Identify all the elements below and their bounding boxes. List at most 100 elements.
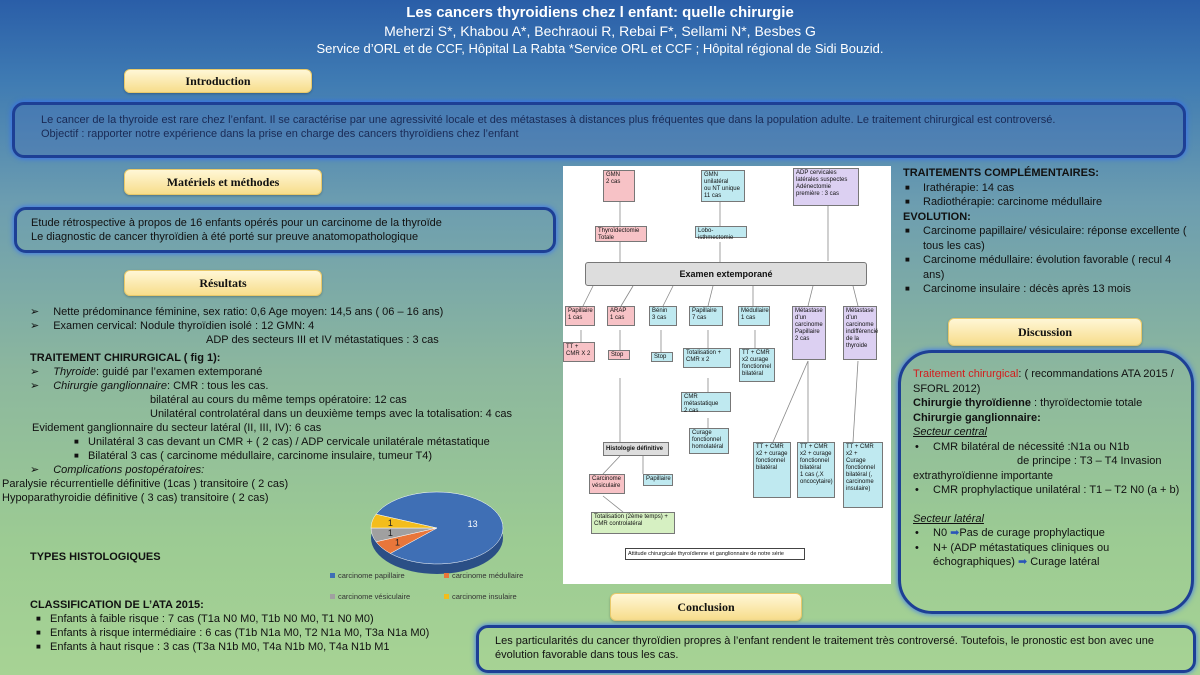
methods-line-1: Etude rétrospective à propos de 16 enfan… — [31, 217, 442, 229]
pie-label-2: 1 — [388, 528, 393, 538]
discussion-thyroid-label: Chirurgie thyroïdienne — [913, 397, 1031, 409]
intro-line-1: Le cancer de la thyroide est rare chez l… — [41, 114, 1056, 126]
complication-recurrent: Paralysie récurrentielle définitive (1ca… — [2, 478, 289, 490]
discussion-central-1: •CMR bilatéral de nécessité :N1a ou N1b — [915, 440, 1130, 453]
node-stop-2: Stop — [651, 352, 673, 362]
pie-slice-0 — [375, 491, 504, 565]
histology-types-title: TYPES HISTOLOGIQUES — [30, 551, 161, 563]
conclusion-heading: Conclusion — [610, 593, 802, 621]
ata-block: CLASSIFICATION DE L’ATA 2015: Enfants à … — [30, 598, 429, 654]
introduction-heading: Introduction — [124, 69, 312, 93]
complementary-block: TRAITEMENTS COMPLÉMENTAIRES: Irathérapie… — [903, 166, 1193, 297]
ganglion-lateral: Evidement ganglionnaire du secteur latér… — [32, 422, 322, 434]
node-extemporaneous-exam: Examen extemporané — [585, 262, 867, 286]
pie-label-0: 13 — [468, 519, 478, 529]
discussion-central-1b: de principe : T3 – T4 Invasion — [1017, 455, 1162, 467]
discussion-thyroid-text: : thyroïdectomie totale — [1030, 397, 1143, 409]
ata-intermediate-risk: Enfants à risque intermédiaire : 6 cas (… — [36, 626, 429, 640]
conclusion-box: Les particularités du cancer thyroïdien … — [476, 625, 1196, 673]
thyroid-label: Thyroide — [53, 366, 97, 378]
complementary-item-1: Irathérapie: 14 cas — [905, 181, 1193, 196]
node-totalisation: Totalisation +CMR x 2 — [683, 348, 731, 368]
histology-pie-chart: 13 111 carcinome papillaire carcinome médu… — [330, 491, 523, 601]
ganglion-label: Chirurgie ganglionnaire — [53, 380, 167, 392]
discussion-lateral-2: •N+ (ADP métastatiques cliniques ou écho… — [915, 541, 1110, 569]
poster-title: Les cancers thyroidiens chez l enfant: q… — [406, 4, 794, 21]
intro-line-2: Objectif : rapporter notre expérience da… — [41, 128, 519, 140]
pie-slice-3 — [370, 513, 438, 529]
arrow-icon: ➡ — [1018, 556, 1028, 568]
node-histology: Histologie définitive — [603, 442, 669, 456]
evolution-item-2: Carcinome médullaire: évolution favorabl… — [905, 253, 1193, 282]
evolution-title: EVOLUTION: — [903, 210, 971, 223]
node-totalisation-second: Totalisation (2ème temps) +CMR controlat… — [591, 512, 675, 534]
pie-label-3: 1 — [388, 518, 393, 528]
discussion-heading: Discussion — [948, 318, 1142, 346]
node-lobo-isthmectomy: Lobo-isthmectomie — [695, 226, 747, 241]
node-stop-1: Stop — [608, 350, 630, 360]
flowchart-arrows — [580, 202, 859, 513]
discussion-central-1c: extrathyroïdienne importante — [913, 469, 1054, 482]
legend-swatch-2 — [330, 594, 335, 599]
lateral-unilateral: ■Unilatéral 3 cas devant un CMR + ( 2 ca… — [74, 436, 490, 448]
introduction-box: Le cancer de la thyroide est rare chez l… — [12, 102, 1186, 158]
pie-label-1: 1 — [395, 537, 400, 547]
discussion-box: Traitement chirurgical: ( recommandation… — [898, 350, 1194, 614]
legend-swatch-1 — [444, 573, 449, 578]
ganglion-unilateral: Unilatéral controlatéral dans un deuxièm… — [150, 408, 512, 420]
ata-high-risk: Enfants à haut risque : 3 cas (T3a N1b M… — [36, 640, 429, 654]
results-heading: Résultats — [124, 270, 322, 296]
ganglion-bilateral: bilatéral au cours du même temps opérato… — [150, 394, 407, 406]
node-papillary-final: Papillaire — [643, 474, 673, 486]
legend-label-2: carcinome vésiculaire — [338, 592, 410, 601]
methods-line-2: Le diagnostic de cancer thyroïdien à été… — [31, 231, 419, 243]
complementary-title: TRAITEMENTS COMPLÉMENTAIRES: — [903, 167, 1099, 179]
result-sex-ratio: Nette prédominance féminine, sex ratio: … — [30, 305, 565, 319]
discussion-red-title: Traitement chirurgical — [913, 368, 1019, 380]
complications-label: Complications postopératoires: — [53, 464, 205, 476]
evolution-item-3: Carcinome insulaire : décès après 13 moi… — [905, 282, 1193, 297]
legend-label-3: carcinome insulaire — [452, 592, 517, 601]
authors: Meherzi S*, Khabou A*, Bechraoui R, Reba… — [384, 23, 816, 39]
legend-swatch-0 — [330, 573, 335, 578]
result-adp: ADP des secteurs III et IV métastatiques… — [206, 334, 439, 346]
complementary-item-2: Radiothérapie: carcinome médullaire — [905, 195, 1193, 210]
methods-box: Etude rétrospective à propos de 16 enfan… — [14, 207, 556, 253]
discussion-ganglion-label: Chirurgie ganglionnaire: — [913, 411, 1041, 424]
discussion-central-2: •CMR prophylactique unilatéral : T1 – T2… — [915, 484, 1180, 496]
methods-heading: Matériels et méthodes — [124, 169, 322, 195]
discussion-lateral-label: Secteur latéral — [913, 512, 984, 525]
conclusion-text: Les particularités du cancer thyroïdien … — [495, 635, 1154, 661]
discussion-recommendations: : ( recommandations ATA 2015 / SFORL 201… — [913, 368, 1174, 395]
legend-label-1: carcinome médullaire — [452, 571, 523, 580]
flowchart-caption: Attitude chirurgicale thyroïdienne et ga… — [625, 548, 805, 560]
poster-header: Les cancers thyroidiens chez l enfant: q… — [0, 4, 1200, 56]
ata-low-risk: Enfants à faible risque : 7 cas (T1a N0 … — [36, 612, 429, 626]
thyroid-text: : guidé par l’examen extemporané — [96, 366, 263, 378]
node-tt-cmr: TT +CMR X 2 — [563, 342, 595, 362]
surgery-title: TRAITEMENT CHIRURGICAL ( fig 1): — [30, 352, 221, 364]
legend-label-0: carcinome papillaire — [338, 571, 405, 580]
discussion-central-label: Secteur central — [913, 426, 987, 438]
affiliation: Service d’ORL et de CCF, Hôpital La Rabt… — [316, 41, 884, 56]
ganglion-text: : CMR : tous les cas. — [166, 380, 269, 392]
discussion-lateral-1: •N0 ➡Pas de curage prophylactique — [915, 527, 1105, 539]
lateral-bilateral: ■Bilatéral 3 cas ( carcinome médullaire,… — [74, 450, 432, 462]
legend-swatch-3 — [444, 594, 449, 599]
